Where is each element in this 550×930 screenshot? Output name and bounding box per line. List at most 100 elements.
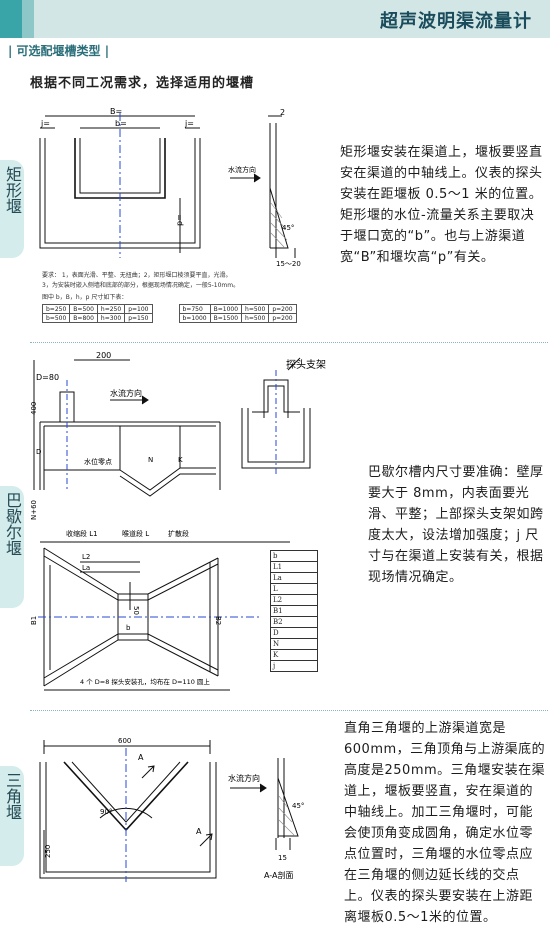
table-cell: B1 — [270, 605, 318, 617]
rect-weir-drawing: B= b= j= j= p= 2 水流方向 45° 15～20 — [39, 108, 301, 268]
rect-weir-description: 矩形堰安装在渠道上，堰板要竖直安在渠道的中轴线上。仪表的探头安装在距堰板 0.5… — [340, 145, 543, 265]
tab-rectangular-weir: 矩形堰 — [0, 160, 24, 258]
dim-K: K — [178, 456, 183, 464]
parshall-description: 巴歇尔槽内尺寸要准确：壁厚要大于 8mm，内表面要光滑、平整；上部探头支架如跨度… — [368, 465, 544, 585]
table-cell: L — [270, 583, 318, 595]
table-cell: N — [270, 638, 318, 650]
table-row: La — [270, 572, 318, 584]
table-row: b=500 B=800 h=300 p=150 b=1000 B=1500 h=… — [41, 313, 297, 323]
section-marker-top: A — [138, 753, 144, 762]
angle-label: 45° — [282, 224, 294, 232]
section-caption: A-A剖面 — [264, 870, 293, 880]
header-accent-bar — [0, 0, 22, 38]
water-zero-label: 水位零点 — [84, 457, 112, 466]
rect-weir-note-3: 图中 b，B，h，p 尺寸如下表： — [42, 294, 128, 301]
table-cell: j — [270, 660, 318, 672]
table-cell: L2 — [270, 594, 318, 606]
table-row: b=250 B=500 h=250 p=100 b=750 B=1000 h=5… — [41, 304, 297, 314]
dim-range: 15～20 — [276, 260, 301, 268]
dim-j-right: j= — [184, 119, 194, 128]
table-cell: p=150 — [124, 313, 153, 323]
dim-250: 250 — [44, 845, 52, 858]
dim-N: N — [148, 456, 153, 464]
angle-45-label: 45° — [292, 802, 304, 810]
table-row: j — [270, 660, 318, 672]
dim-600: 600 — [118, 737, 131, 745]
dim-N60: N+60 — [30, 500, 38, 520]
table-cell: b=500 — [41, 313, 71, 323]
flow-direction-label: 水流方向 — [228, 165, 256, 174]
table-cell: h=300 — [96, 313, 126, 323]
dim-L2: L2 — [82, 553, 90, 561]
dim-50: 50 — [132, 606, 140, 615]
dim-p: p= — [175, 214, 184, 226]
table-cell: b — [270, 550, 318, 562]
table-row: D — [270, 627, 318, 639]
table-cell: B=1000 — [209, 304, 243, 314]
probe-hole-note: 4 个 D=8 探头安装孔，均布在 D=110 圆上 — [80, 677, 210, 686]
table-row: N — [270, 638, 318, 650]
section-divider — [30, 342, 548, 343]
tab-label: 矩形堰 — [3, 166, 22, 214]
dim-b: b — [126, 624, 131, 632]
section-marker-bottom: A — [196, 827, 202, 836]
section-divider — [30, 710, 548, 711]
angle-label: 90° — [100, 808, 112, 816]
table-cell: b=750 — [178, 304, 211, 314]
table-cell: B=500 — [69, 304, 98, 314]
parshall-dimension-table: b L1 La L L2 B1 B2 D N K j — [270, 550, 318, 672]
section-lead: 根据不同工况需求，选择适用的堰槽 — [30, 76, 255, 91]
table-cell: La — [270, 572, 318, 584]
table-row: L2 — [270, 594, 318, 606]
table-cell: h=500 — [241, 313, 270, 323]
v-weir-drawing: 600 90° 250 A A 水流方向 45° 15 A-A剖面 — [39, 737, 304, 882]
dim-b: b= — [115, 119, 127, 128]
dim-La: La — [82, 564, 90, 572]
dim-j-left: j= — [40, 119, 50, 128]
table-cell: b=250 — [41, 304, 71, 314]
table-cell: h=500 — [241, 304, 270, 314]
dim-400: 400 — [30, 402, 38, 415]
tab-v-notch-weir: 三角堰 — [0, 766, 24, 866]
table-cell: B2 — [270, 616, 318, 628]
table-cell: D — [270, 627, 318, 639]
table-row: L1 — [270, 561, 318, 573]
flow-direction-label: 水流方向 — [110, 388, 142, 398]
tab-label: 巴歇尔堰 — [3, 492, 22, 556]
dim-D80: D=80 — [36, 373, 59, 382]
dim-15: 15 — [278, 854, 287, 862]
dim-D: D — [36, 448, 41, 456]
table-cell: B=800 — [69, 313, 98, 323]
header-accent-bar-light — [22, 0, 34, 38]
dim-200: 200 — [96, 351, 111, 360]
parshall-drawing: 200 D=80 水流方向 400 水位零点 D N K N+60 收缩段 L1… — [30, 351, 326, 691]
dim-thickness: 2 — [280, 108, 285, 117]
table-row: b — [270, 550, 318, 562]
throat-label: 喉道段 L — [122, 529, 149, 538]
table-row: B2 — [270, 616, 318, 628]
table-cell: K — [270, 649, 318, 661]
page-header: 超声波明渠流量计 — [0, 0, 550, 38]
table-cell: p=100 — [124, 304, 153, 314]
table-cell: L1 — [270, 561, 318, 573]
table-cell: b=1000 — [178, 313, 211, 323]
page-title: 超声波明渠流量计 — [380, 11, 532, 32]
table-row: L — [270, 583, 318, 595]
flow-direction-label: 水流方向 — [228, 773, 260, 783]
table-cell: B=1500 — [209, 313, 243, 323]
v-weir-description: 直角三角堰的上游渠道宽是600mm，三角顶角与上游渠底的高度是250mm。三角堰… — [344, 721, 546, 925]
converge-label: 收缩段 L1 — [66, 529, 98, 538]
table-cell: h=250 — [96, 304, 126, 314]
rect-weir-note-2: 3，为安装时嵌入侧墙和底部的部分，根据现场情况确定，一般5-10mm。 — [42, 282, 240, 289]
dim-B: B= — [110, 108, 122, 116]
table-cell: p=200 — [268, 304, 297, 314]
section-title: | 可选配堰槽类型 | — [8, 44, 110, 58]
dim-B1: B1 — [30, 616, 38, 625]
tab-label: 三角堰 — [3, 772, 22, 820]
table-row: B1 — [270, 605, 318, 617]
table-cell: p=200 — [268, 313, 297, 323]
probe-bracket-label: 探头支架 — [286, 358, 326, 371]
dim-B2: B2 — [214, 616, 222, 625]
diverge-label: 扩散段 — [168, 529, 189, 538]
rect-weir-size-table: b=250 B=500 h=250 p=100 b=750 B=1000 h=5… — [41, 304, 297, 323]
